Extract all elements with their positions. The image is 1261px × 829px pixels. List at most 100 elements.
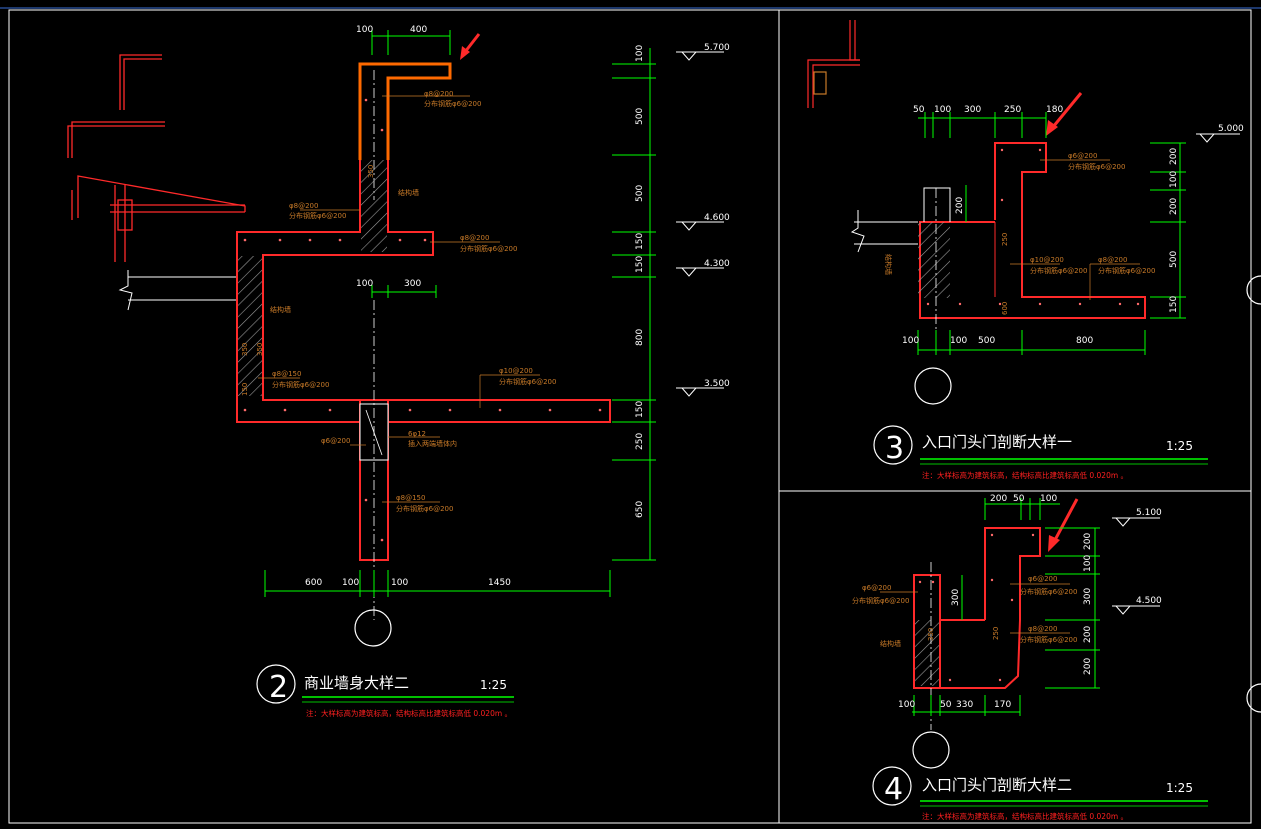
detail2-right-dim-8: 650 xyxy=(635,501,645,518)
detail4-number-circle xyxy=(872,766,912,806)
detail4-scale: 1:25 xyxy=(1166,781,1193,795)
detail3-reference-sketch xyxy=(807,20,860,108)
detail3-top-dim-1: 100 xyxy=(934,105,951,115)
detail2-dimension-text: 100 400 100 300 600 100 100 1450 100 500… xyxy=(305,25,645,588)
detail2-title: 商业墙身大样二 xyxy=(304,674,409,692)
detail2-bottom-dim-0: 600 xyxy=(305,578,322,588)
detail3-right-dim-2: 200 xyxy=(1169,198,1179,215)
detail4-level-markers xyxy=(1112,517,1160,615)
detail2-rebar-8: φ8@150 xyxy=(272,370,301,378)
detail-2: 100 400 100 300 600 100 100 1450 100 500… xyxy=(67,25,730,718)
detail2-inner-dim-0: 350 xyxy=(367,165,375,178)
detail3-inner-dim-2: 600 xyxy=(1001,302,1009,315)
detail2-bottom-dim-2: 100 xyxy=(391,578,408,588)
detail2-rebar-4: φ8@200 xyxy=(460,234,489,242)
detail4-right-dim-0: 200 xyxy=(1083,533,1093,550)
detail4-dimension-lines xyxy=(912,498,1100,716)
detail4-axis-bubble xyxy=(912,731,950,769)
detail4-wall-label: 结构墙 xyxy=(880,639,901,648)
detail2-rebar-7: 分布钢筋φ6@200 xyxy=(499,377,556,386)
detail2-rebar-10: φ6@200 xyxy=(321,437,350,445)
detail4-top-dim-0: 200 xyxy=(990,494,1007,504)
detail2-inner-dim-1: 350 xyxy=(241,343,249,356)
detail4-rebar-3: 分布钢筋φ6@200 xyxy=(1020,587,1077,596)
detail4-bottom-dim-1: 50 xyxy=(940,700,952,710)
detail3-level-markers xyxy=(1196,133,1240,143)
detail2-level-0: 5.700 xyxy=(704,43,730,53)
detail2-right-dim-5: 800 xyxy=(635,329,645,346)
detail4-rebar-2: φ6@200 xyxy=(1028,575,1057,583)
detail4-rebar-0: φ6@200 xyxy=(862,584,891,592)
detail4-right-dim-2: 300 xyxy=(1083,588,1093,605)
detail3-rebar-dots xyxy=(926,148,1140,306)
detail3-concrete xyxy=(918,142,1146,350)
detail3-dimension-lines xyxy=(917,112,1186,355)
detail2-dimension-lines xyxy=(264,30,656,597)
detail3-bottom-dim-1: 100 xyxy=(950,336,967,346)
detail2-rebar-2: φ8@200 xyxy=(289,202,318,210)
detail2-rebar-13: φ8@150 xyxy=(396,494,425,502)
detail4-rebar-4: φ8@200 xyxy=(1028,625,1057,633)
detail4-rebar-dots xyxy=(918,533,1035,682)
detail2-slab-break xyxy=(118,270,238,311)
detail3-leaders xyxy=(1010,159,1140,300)
detail2-rebar-dots xyxy=(243,98,602,542)
detail3-inner-dim-1: 250 xyxy=(1001,233,1009,246)
detail2-rebar-labels: φ8@200 分布钢筋φ6@200 φ8@200 分布钢筋φ6@200 φ8@2… xyxy=(270,90,556,513)
detail3-rebar-5: 分布钢筋φ6@200 xyxy=(1098,266,1155,275)
detail3-slab-break xyxy=(850,210,918,253)
detail3-note: 注：大样标高为建筑标高，结构标高比建筑标高低 0.020m 。 xyxy=(922,470,1128,480)
detail2-level-markers xyxy=(676,51,724,397)
detail2-scale: 1:25 xyxy=(480,678,507,692)
detail3-rebar-1: 分布钢筋φ6@200 xyxy=(1068,162,1125,171)
detail3-bottom-dim-2: 500 xyxy=(978,336,995,346)
detail3-dimension-text: 50 100 300 250 180 100 100 500 800 200 1… xyxy=(902,105,1179,346)
detail2-level-2: 4.300 xyxy=(704,259,730,269)
detail2-note: 注：大样标高为建筑标高，结构标高比建筑标高低 0.020m 。 xyxy=(306,708,512,718)
detail2-rebar-5: 分布钢筋φ6@200 xyxy=(460,244,517,253)
detail2-top-dim-0: 100 xyxy=(356,25,373,35)
detail3-rebar-labels: φ6@200 分布钢筋φ6@200 φ10@200 分布钢筋φ6@200 φ8@… xyxy=(884,152,1155,315)
detail3-title: 入口门头门剖断大样一 xyxy=(922,433,1072,451)
detail2-right-dim-4: 150 xyxy=(635,256,645,273)
detail3-wall-label: 结构墙 xyxy=(884,254,893,275)
detail-3: 50 100 300 250 180 100 100 500 800 200 1… xyxy=(807,20,1244,480)
detail2-top-dim-1: 400 xyxy=(410,25,427,35)
detail4-inner-dim-1: 350 xyxy=(927,628,935,641)
detail4-rebar-5: 分布钢筋φ6@200 xyxy=(1020,635,1077,644)
detail2-bottom-dim-3: 1450 xyxy=(488,578,511,588)
detail2-right-dim-7: 250 xyxy=(635,433,645,450)
detail4-bottom-dim-2: 330 xyxy=(956,700,973,710)
detail2-number-circle xyxy=(256,664,296,704)
detail2-level-3: 3.500 xyxy=(704,379,730,389)
detail2-concrete xyxy=(236,62,611,620)
sheet-frame xyxy=(0,7,1261,824)
detail2-inner-dim-2: 350 xyxy=(256,343,264,356)
detail4-top-dim-1: 50 xyxy=(1013,494,1025,504)
detail3-right-dim-4: 150 xyxy=(1169,296,1179,313)
detail4-bottom-dim-0: 100 xyxy=(898,700,915,710)
detail3-top-dim-3: 250 xyxy=(1004,105,1021,115)
detail3-axis-bubble xyxy=(914,367,952,405)
detail4-top-dim-2: 100 xyxy=(1040,494,1057,504)
detail2-number: 2 xyxy=(269,670,288,705)
detail4-dimension-text: 200 50 100 100 50 330 170 200 100 300 20… xyxy=(898,494,1093,710)
detail2-wall-label: 结构墙 xyxy=(398,188,419,197)
detail3-rebar-0: φ6@200 xyxy=(1068,152,1097,160)
detail3-inner-dim-0: 200 xyxy=(955,197,965,214)
detail3-top-dim-2: 300 xyxy=(964,105,981,115)
detail2-right-dim-1: 500 xyxy=(635,108,645,125)
detail3-bottom-dim-0: 100 xyxy=(902,336,919,346)
detail3-scale: 1:25 xyxy=(1166,439,1193,453)
detail2-inner-dim-3: 150 xyxy=(241,383,249,396)
detail4-rebar-1: 分布钢筋φ6@200 xyxy=(852,596,909,605)
detail2-wall-label-2: 结构墙 xyxy=(270,305,291,314)
detail2-rebar-9: 分布钢筋φ6@200 xyxy=(272,380,329,389)
detail2-red-arrow xyxy=(460,33,481,60)
detail2-right-dim-0: 100 xyxy=(635,45,645,62)
detail2-rebar-11: 6φ12 xyxy=(408,430,426,438)
detail4-right-dim-3: 200 xyxy=(1083,626,1093,643)
detail4-right-dim-4: 200 xyxy=(1083,658,1093,675)
detail2-rebar-3: 分布钢筋φ6@200 xyxy=(289,211,346,220)
detail4-note: 注：大样标高为建筑标高，结构标高比建筑标高低 0.020m 。 xyxy=(922,811,1128,821)
